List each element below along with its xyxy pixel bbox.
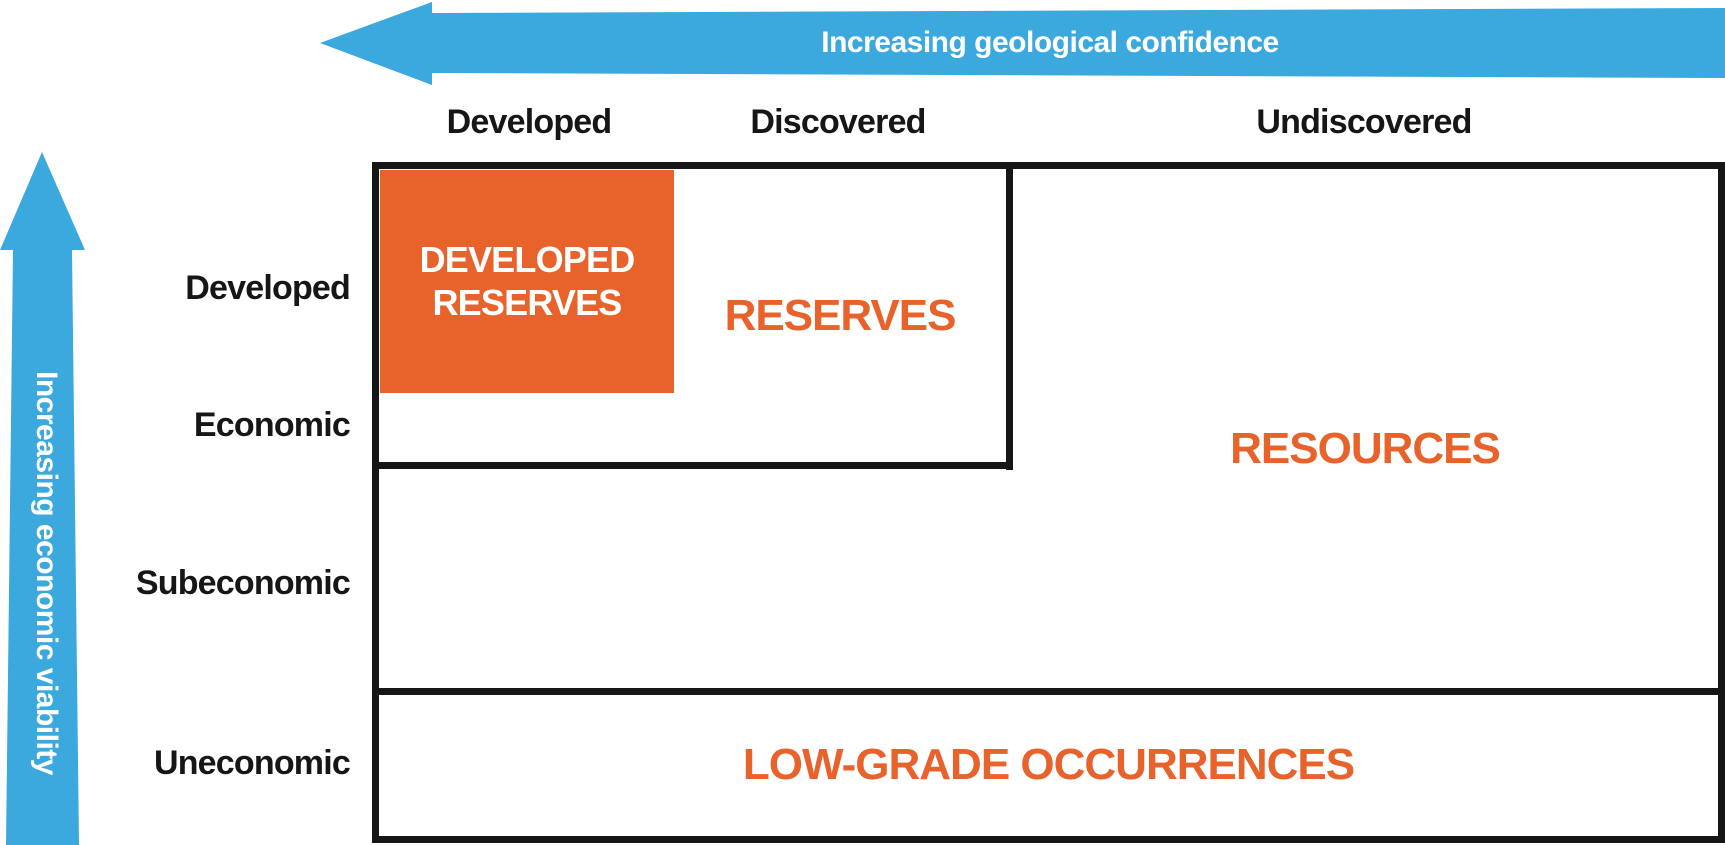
- zone-reserves-label: RESERVES: [724, 291, 957, 340]
- reserves-box-right-border: [1006, 162, 1013, 470]
- left-pointing-arrow-icon: [320, 2, 1725, 85]
- row-label-subeconomic: Subeconomic: [135, 564, 351, 602]
- vertical-axis-label: Increasing economic viability: [30, 371, 63, 775]
- classification-matrix-frame: [372, 162, 1725, 843]
- low-grade-strip-top-border: [372, 688, 1725, 695]
- zone-developed-reserves-label: DEVELOPED RESERVES: [419, 239, 636, 323]
- horizontal-axis-label: Increasing geological confidence: [821, 26, 1279, 59]
- up-pointing-arrow-icon: [0, 152, 85, 845]
- zone-resources: RESOURCES: [1013, 170, 1717, 687]
- zone-developed-reserves: DEVELOPED RESERVES: [380, 170, 674, 393]
- column-header-discovered: Discovered: [750, 103, 926, 141]
- column-header-developed: Developed: [446, 103, 613, 141]
- zone-reserves: RESERVES: [674, 170, 1006, 462]
- row-label-uneconomic: Uneconomic: [153, 744, 351, 782]
- zone-low-grade-occurrences-label: LOW-GRADE OCCURRENCES: [742, 740, 1355, 789]
- row-label-developed: Developed: [185, 269, 351, 307]
- row-label-economic: Economic: [193, 406, 351, 444]
- zone-resources-label: RESOURCES: [1230, 423, 1501, 473]
- reserves-box-bottom-border: [372, 462, 1013, 469]
- zone-low-grade-occurrences: LOW-GRADE OCCURRENCES: [380, 695, 1717, 835]
- column-header-undiscovered: Undiscovered: [1256, 103, 1472, 141]
